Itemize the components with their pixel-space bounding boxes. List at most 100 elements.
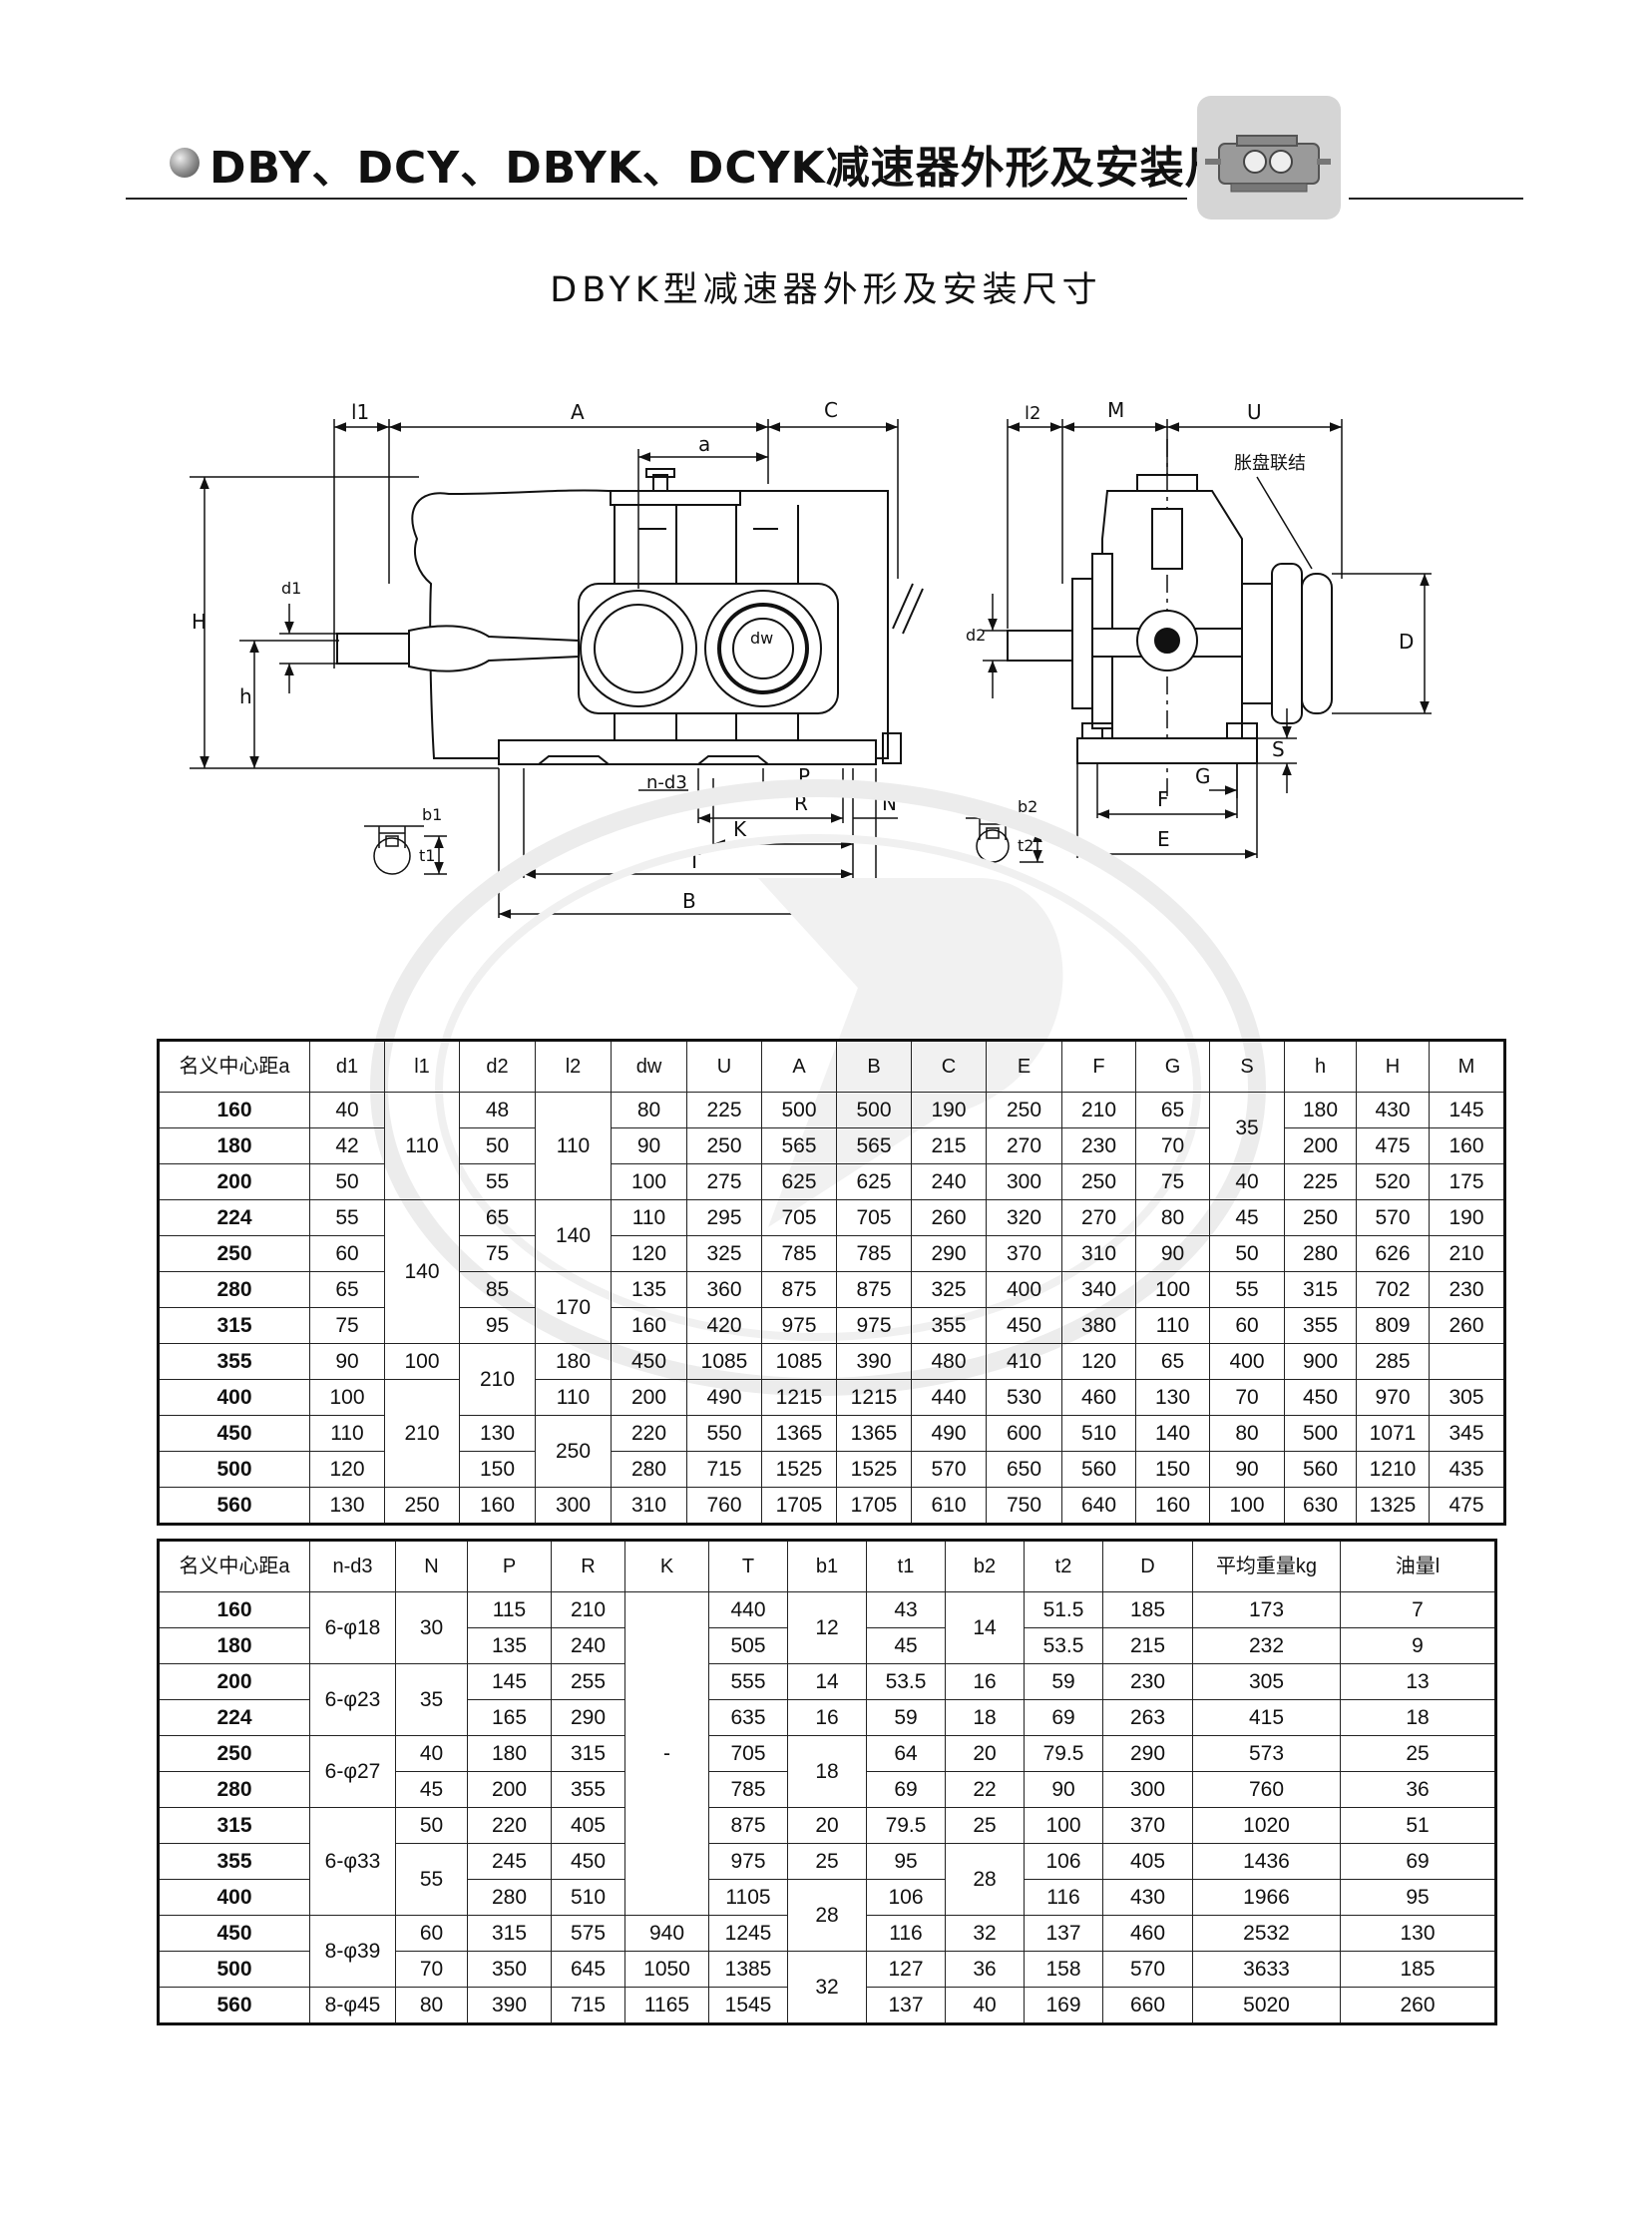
table-cell: 410	[986, 1343, 1062, 1380]
table-cell: 715	[686, 1451, 762, 1488]
header-cell: h	[1284, 1040, 1357, 1093]
table-cell: 12	[787, 1591, 867, 1664]
table-cell: 18	[1340, 1699, 1496, 1736]
table-cell: 210	[459, 1343, 536, 1416]
table-cell: 173	[1192, 1591, 1341, 1628]
table-cell: 55	[459, 1163, 536, 1200]
table-cell: 100	[611, 1163, 687, 1200]
table-cell: 32	[787, 1951, 867, 2024]
table-cell: 240	[551, 1627, 625, 1664]
table-cell: 145	[1429, 1092, 1505, 1128]
table-cell: 65	[1135, 1343, 1210, 1380]
label-U: U	[1247, 400, 1262, 424]
table-cell: 250	[384, 1487, 460, 1525]
header-cell: t1	[866, 1540, 946, 1592]
table-cell: 140	[1135, 1415, 1210, 1452]
table-cell: 18	[945, 1699, 1025, 1736]
table-cell: 110	[384, 1092, 460, 1200]
center-distance-cell: 200	[158, 1163, 310, 1200]
table-cell: 36	[945, 1951, 1025, 1988]
table-cell: 325	[686, 1235, 762, 1272]
table-row: 560 8-φ45 80 390 715 1165 1545 137 40 16…	[158, 1987, 1496, 2024]
table-cell: 180	[1284, 1092, 1357, 1128]
table-cell: 45	[866, 1627, 946, 1664]
table-cell: 450	[986, 1307, 1062, 1344]
table-cell: 1436	[1192, 1843, 1341, 1880]
label-F: F	[1157, 787, 1169, 811]
table-cell: 158	[1024, 1951, 1103, 1988]
table-cell: 555	[708, 1663, 788, 1700]
table-cell: 1705	[836, 1487, 912, 1525]
gearbox-thumbnail-icon	[1197, 96, 1341, 220]
table-cell: 530	[986, 1379, 1062, 1416]
table-cell: 220	[467, 1807, 552, 1844]
header-cell: G	[1135, 1040, 1210, 1093]
header-divider	[126, 198, 1187, 200]
header-cell: b1	[787, 1540, 867, 1592]
table-cell: 430	[1102, 1879, 1193, 1916]
table-cell: 1525	[761, 1451, 837, 1488]
table-cell: 440	[911, 1379, 987, 1416]
table-cell: 232	[1192, 1627, 1341, 1664]
table-cell: 705	[708, 1735, 788, 1772]
table-row: 250 6-φ27 40 180 315 705 18 64 20 79.5 2…	[158, 1735, 1496, 1808]
header-cell: A	[761, 1040, 837, 1093]
table-cell: 2532	[1192, 1915, 1341, 1952]
table-cell: 310	[611, 1487, 687, 1525]
table-cell: 1365	[761, 1415, 837, 1452]
table-row: 224 55 140 65 140 110 295 705 705 260 32…	[158, 1199, 1505, 1344]
header-cell: S	[1209, 1040, 1285, 1093]
table-cell: 79.5	[1024, 1735, 1103, 1772]
table-cell: 100	[384, 1343, 460, 1380]
table-cell: 510	[1061, 1415, 1136, 1452]
table-cell: 450	[551, 1843, 625, 1880]
header-cell: B	[836, 1040, 912, 1093]
table-cell: 295	[686, 1199, 762, 1236]
table-cell: 573	[1192, 1735, 1341, 1772]
table-cell: 460	[1061, 1379, 1136, 1416]
table-cell: 59	[866, 1699, 946, 1736]
label-G: G	[1195, 764, 1211, 788]
table-cell: 5020	[1192, 1987, 1341, 2024]
table-cell: 160	[459, 1487, 536, 1525]
table-cell: 500	[836, 1092, 912, 1128]
table-cell: 32	[945, 1915, 1025, 1952]
label-R: R	[794, 791, 808, 815]
table-cell: 370	[986, 1235, 1062, 1272]
table-cell: 160	[1429, 1127, 1505, 1164]
table-cell: 50	[309, 1163, 385, 1200]
header-cell: P	[467, 1540, 552, 1592]
table-row: 355 90 100 210 180 450 1085 1085 390 480…	[158, 1343, 1505, 1416]
table-cell: 520	[1356, 1163, 1430, 1200]
table-cell: 140	[535, 1199, 612, 1272]
header-cell: b2	[945, 1540, 1025, 1592]
table-cell: 715	[551, 1987, 625, 2024]
table-cell: 110	[1135, 1307, 1210, 1344]
table-cell: 85	[459, 1271, 536, 1308]
header-cell: dw	[611, 1040, 687, 1093]
table-cell: 1705	[761, 1487, 837, 1525]
table-cell: 145	[467, 1663, 552, 1700]
table-row: 315 75 95 160 420 975 975 355 450 380 11…	[158, 1307, 1505, 1344]
page-title: DBY、DCY、DBYK、DCYK减速器外形及安装尺寸	[209, 143, 1275, 194]
table-cell: 510	[551, 1879, 625, 1916]
center-distance-cell: 224	[158, 1199, 310, 1236]
table-cell: 51.5	[1024, 1591, 1103, 1628]
table-cell: 185	[1102, 1591, 1193, 1628]
table-cell: 1105	[708, 1879, 788, 1916]
table-row: 400 100 210 110 200 490 1215 1215 440 53…	[158, 1379, 1505, 1488]
table-cell: 626	[1356, 1235, 1430, 1272]
table-cell: 600	[986, 1415, 1062, 1452]
table-cell: 1085	[686, 1343, 762, 1380]
label-D: D	[1399, 630, 1414, 654]
table-cell: 79.5	[866, 1807, 946, 1844]
table-cell: 705	[761, 1199, 837, 1236]
center-distance-cell: 160	[158, 1092, 310, 1128]
table-cell: 405	[551, 1807, 625, 1844]
table-cell: 169	[1024, 1987, 1103, 2024]
table-row: 180 135 240 505 45 53.5 215 232 9	[158, 1627, 1496, 1664]
table-cell: 1525	[836, 1451, 912, 1488]
table-cell: 43	[866, 1591, 946, 1628]
table-cell: 190	[1429, 1199, 1505, 1236]
header-cell: 名义中心距a	[158, 1540, 310, 1592]
